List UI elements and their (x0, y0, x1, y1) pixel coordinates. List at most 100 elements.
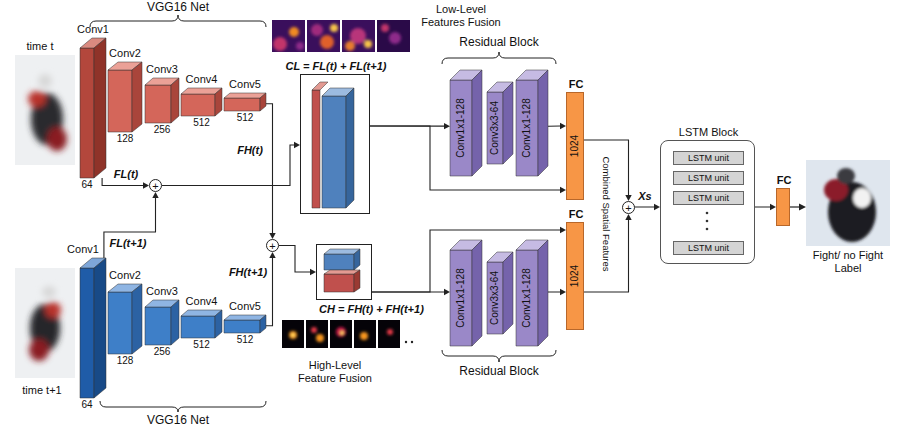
free-label: time t+1 (22, 384, 61, 397)
heat-spot (291, 333, 295, 337)
connector (266, 252, 276, 326)
heatmap-tile (330, 320, 352, 348)
heat-spot (289, 27, 299, 37)
group-brace (100, 401, 266, 412)
block-front (224, 98, 260, 111)
heatmap-tile (272, 20, 305, 52)
node-text: Conv1x1-128 (521, 98, 533, 157)
heat-spots (311, 24, 338, 49)
block-front (450, 80, 472, 176)
output-frame (806, 160, 890, 246)
heat-spot (381, 24, 389, 32)
edge-label: FH(t+1) (227, 266, 269, 279)
node-text: Conv1x1-128 (455, 268, 467, 327)
node-text: FC (777, 174, 792, 187)
block-front (80, 268, 94, 398)
layer-block: Conv3x3-64 (487, 252, 513, 334)
block-side (503, 82, 513, 164)
heatmap-tile (282, 320, 304, 348)
fused-red-top (312, 82, 328, 90)
node-text: + (152, 179, 158, 192)
sum-node: + (149, 179, 162, 192)
block-shape (80, 38, 106, 178)
player-jersey (45, 302, 61, 318)
block-front (181, 94, 215, 116)
node-text: Conv1x1-128 (455, 98, 467, 157)
connector-line (755, 206, 771, 207)
connector (104, 192, 159, 258)
block-front (487, 262, 503, 334)
layer-block: Conv3x3-64 (487, 82, 513, 164)
block-front (516, 80, 538, 176)
heat-spot (296, 42, 304, 50)
free-label: Residual Block (459, 36, 538, 50)
edge-label: FH(t) (235, 144, 265, 157)
node-text: 64 (81, 179, 92, 191)
node-text: 512 (237, 334, 254, 346)
player-jersey (28, 91, 46, 107)
block-front (108, 70, 132, 132)
frame-ground (15, 268, 75, 378)
heat-spot (387, 329, 393, 335)
heatmap-ground (378, 320, 400, 348)
connector-line (635, 206, 655, 208)
connector-line (266, 104, 273, 234)
node-text: Conv4 (186, 295, 218, 308)
block-shape (108, 62, 142, 132)
block-shape (224, 315, 266, 333)
lstm-unit: LSTM unit (673, 241, 744, 255)
block-shape (145, 78, 179, 123)
layer-block: Conv5512 (224, 315, 266, 333)
fusion-art (316, 244, 372, 300)
heat-spot (350, 28, 366, 44)
node-text: 64 (81, 399, 92, 411)
free-label: Fight/ no Fight Label (803, 249, 893, 274)
connector-line (104, 198, 156, 259)
block-side (215, 88, 222, 116)
group-brace (442, 350, 556, 362)
heatmap-tile (307, 20, 340, 52)
fusion-box: CH = FH(t) + FH(t+1) (316, 244, 372, 300)
input-frame-t (15, 55, 75, 165)
node-text: Conv1 (67, 243, 99, 256)
node-text: Conv3 (146, 285, 178, 298)
block-front (108, 292, 132, 354)
block-top (224, 93, 266, 98)
edge-label: FL(t+1) (108, 237, 149, 250)
block-shape (108, 284, 142, 354)
player-figure (28, 74, 67, 151)
ellipsis-dot (405, 341, 407, 343)
frame-ground (15, 55, 75, 165)
heatmap-ground (377, 20, 410, 52)
connector (548, 289, 566, 295)
heat-spot (340, 331, 344, 335)
edge-label: FL(t) (112, 168, 140, 181)
heat-spot (311, 24, 323, 36)
block-shape (181, 310, 222, 338)
lstm-block: LSTM BlockLSTM unitLSTM unitLSTM unitLST… (660, 140, 755, 264)
node-text: Conv5 (229, 300, 261, 313)
node-text: 512 (193, 339, 210, 351)
fused-red-front (324, 274, 354, 292)
heat-spots (336, 327, 346, 337)
block-side (171, 300, 179, 345)
block-shape (80, 258, 106, 398)
node-text: Conv1 (77, 23, 109, 36)
fusion-art (300, 74, 370, 214)
block-shape (145, 300, 179, 345)
fc-layer: FC (776, 188, 790, 226)
ellipsis-dot (411, 341, 413, 343)
heatmap-ground (306, 320, 328, 348)
heat-spots (387, 329, 393, 335)
heatmap-ground (330, 320, 352, 348)
fused-blue-front (324, 254, 354, 270)
connector-line (279, 246, 311, 273)
heat-spots (311, 327, 324, 342)
fused-blue-side (346, 88, 354, 208)
node-text: LSTM unit (688, 153, 729, 163)
heat-spot (273, 37, 287, 51)
block-side (472, 70, 482, 176)
layer-block: Conv1x1-128 (516, 240, 548, 346)
heat-spot (330, 24, 338, 32)
heat-spot (289, 331, 297, 339)
